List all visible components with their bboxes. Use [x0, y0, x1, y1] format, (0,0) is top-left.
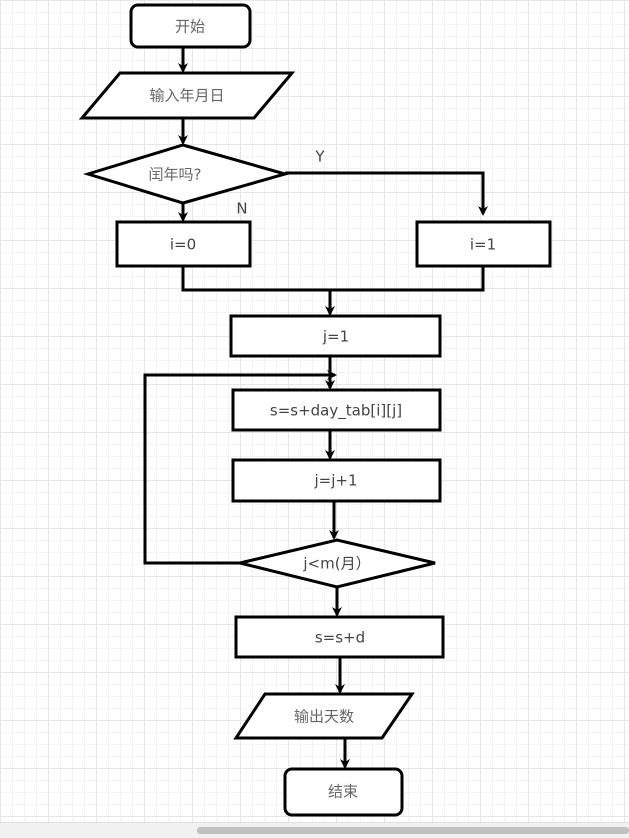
input-node[interactable] [78, 71, 296, 120]
i1-node[interactable] [415, 220, 552, 268]
increment-label: j=j+1 [313, 472, 357, 490]
end-label: 结束 [328, 783, 358, 801]
scrollbar-thumb[interactable] [197, 827, 629, 834]
output-label: 输出天数 [294, 708, 354, 726]
input-label: 输入年月日 [149, 87, 224, 105]
merge-line [181, 266, 485, 292]
arrow-yes [285, 171, 488, 216]
start-label: 开始 [175, 18, 205, 36]
j1-label: j=1 [322, 328, 349, 346]
add-day-node[interactable] [234, 615, 445, 659]
start-node[interactable] [129, 3, 252, 49]
leap-check-node[interactable] [82, 143, 291, 205]
i0-label: i=0 [170, 236, 196, 254]
j1-node[interactable] [229, 314, 442, 358]
accumulate-label: s=s+day_tab[i][j] [270, 402, 402, 421]
accumulate-node[interactable] [231, 388, 442, 432]
loop-back-line [143, 370, 337, 565]
increment-node[interactable] [231, 458, 442, 503]
i1-label: i=1 [470, 236, 496, 254]
horizontal-scrollbar[interactable] [0, 822, 629, 838]
end-node[interactable] [283, 767, 404, 817]
no-label: N [236, 200, 247, 218]
yes-label: Y [314, 148, 325, 166]
leap-check-label: 闰年吗? [149, 166, 202, 184]
add-day-label: s=s+d [315, 629, 365, 647]
output-node[interactable] [233, 692, 415, 740]
loop-check-label: j<m(月） [302, 555, 370, 573]
i0-node[interactable] [115, 220, 252, 268]
loop-check-node[interactable] [239, 538, 436, 589]
connectors [143, 47, 488, 769]
